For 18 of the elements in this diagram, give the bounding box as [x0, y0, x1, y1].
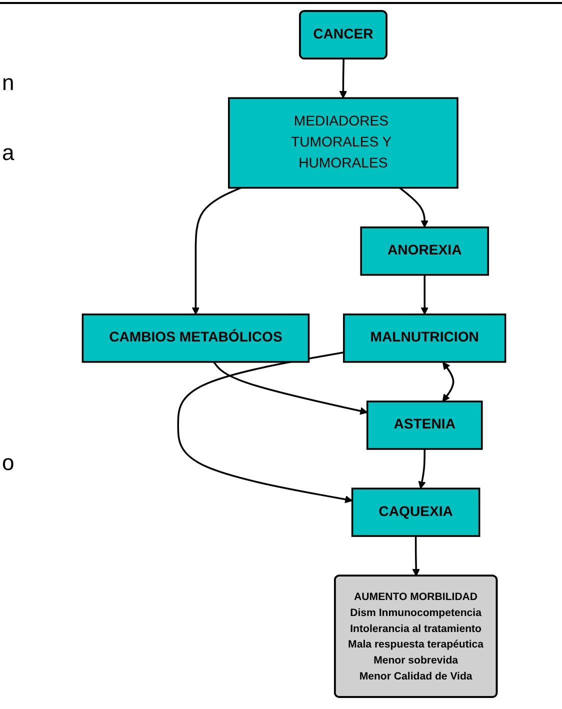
arrow: [442, 362, 454, 402]
arrow: [399, 187, 428, 228]
node-box: CAMBIOS METABÓLICOS: [82, 314, 310, 363]
arrow: [420, 274, 428, 315]
text-fragment: n: [2, 70, 14, 96]
arrow: [192, 186, 242, 315]
arrow: [418, 448, 426, 489]
text-fragment: a: [2, 140, 14, 166]
node-box: ASTENIA: [366, 400, 483, 450]
arrow: [339, 58, 348, 98]
arrow: [412, 536, 420, 576]
node-box: ANOREXIA: [360, 226, 489, 276]
arrow: [177, 352, 353, 504]
node-box: MALNUTRICION: [343, 314, 506, 363]
node-box: CAQUEXIA: [351, 488, 480, 537]
arrow: [213, 361, 368, 415]
node-box: MEDIADORES TUMORALES Y HUMORALES: [228, 97, 458, 189]
text-fragment: o: [2, 450, 14, 476]
